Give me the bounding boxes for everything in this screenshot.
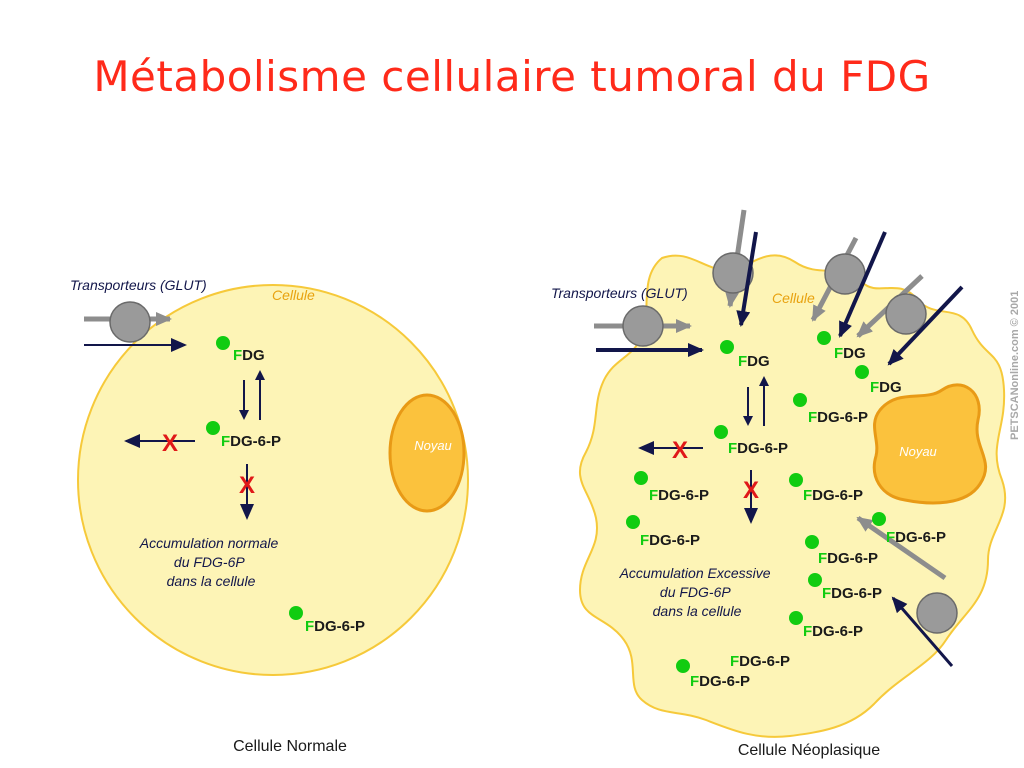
- tumor-fdg6p-molecule-9: [789, 611, 803, 625]
- tumor-fdg6p-molecule-7: [805, 535, 819, 549]
- tumor-fdg6p-label-1: FDG-6-P: [808, 409, 868, 426]
- tumor-glut-transporter-right: [885, 293, 927, 335]
- tumor-fdg6p-molecule-1: [793, 393, 807, 407]
- credit-watermark: PETSCANonline.com © 2001: [1009, 291, 1021, 440]
- tumor-fdg-label-1: FDG: [738, 353, 770, 370]
- tumor-fdg-molecule-2: [817, 331, 831, 345]
- page-title: Métabolisme cellulaire tumoral du FDG: [93, 52, 931, 101]
- tumor-fdg6p-label-8: FDG-6-P: [822, 585, 882, 602]
- normal-glycolysis-block-mark: X: [239, 472, 255, 499]
- normal-cell-nucleus: [388, 393, 466, 513]
- normal-nucleus-label: Noyau: [414, 438, 452, 453]
- tumor-glut-transporter-bottom: [916, 592, 958, 634]
- normal-glut-transporter: [109, 301, 151, 343]
- tumor-fdg-molecule-1: [720, 340, 734, 354]
- tumor-glut-arrow-dark-top2: [838, 231, 887, 338]
- normal-cell-caption: Cellule Normale: [233, 738, 347, 755]
- tumor-fdg6p-molecule-6: [872, 512, 886, 526]
- tumor-glut-transporter-left: [622, 305, 664, 347]
- tumor-cell-body: [578, 254, 1007, 738]
- tumor-fdg-label-2: FDG: [834, 345, 866, 362]
- tumor-fdg6p-label-4: FDG-6-P: [803, 487, 863, 504]
- tumor-fdg-label-3: FDG: [870, 379, 902, 396]
- tumor-fdg6p-label-3: FDG-6-P: [649, 487, 709, 504]
- tumor-glut-transporter-top1: [712, 252, 754, 294]
- tumor-fdg6p-label-5: FDG-6-P: [640, 532, 700, 549]
- tumor-fdg6p-label-11: FDG-6-P: [690, 673, 750, 690]
- tumor-cell-label: Cellule: [772, 290, 815, 306]
- normal-fdg-molecule: [216, 336, 230, 350]
- tumor-fdg6p-molecule-10: [676, 659, 690, 673]
- normal-cell-group: Noyau Cellule Transporteurs (GLUT) FDG F…: [70, 277, 469, 755]
- normal-cell-label: Cellule: [272, 287, 315, 303]
- tumor-cell-caption: Cellule Néoplasique: [738, 742, 880, 759]
- tumor-glut-arrow-gray-bottom: [856, 515, 947, 581]
- tumor-fdg6p-molecule-4: [789, 473, 803, 487]
- normal-fdg6p-accumulated-label: FDG-6-P: [305, 618, 365, 635]
- tumor-fdg6p-molecule-3: [634, 471, 648, 485]
- tumor-fdg6p-label-7: FDG-6-P: [818, 550, 878, 567]
- tumor-fdg-molecule-3: [855, 365, 869, 379]
- tumor-fdg6p-label-2: FDG-6-P: [728, 440, 788, 457]
- tumor-fdg6p-molecule-8: [808, 573, 822, 587]
- normal-transporter-label: Transporteurs (GLUT): [70, 277, 207, 293]
- normal-fdg6p-label: FDG-6-P: [221, 433, 281, 450]
- normal-fdg6p-accumulated-molecule: [289, 606, 303, 620]
- tumor-accumulation-text: Accumulation Excessive du FDG-6P dans la…: [619, 565, 775, 619]
- tumor-fdg6p-molecule-5: [626, 515, 640, 529]
- tumor-glut-arrow-dark-top1: [736, 231, 758, 327]
- tumor-nucleus-label: Noyau: [899, 444, 937, 459]
- tumor-glycolysis-block-mark: X: [743, 477, 759, 504]
- normal-fdg6p-molecule: [206, 421, 220, 435]
- tumor-fdg6p-label-6: FDG-6-P: [886, 529, 946, 546]
- tumor-cell-nucleus: [872, 383, 987, 505]
- tumor-exit-block-mark: X: [672, 437, 688, 464]
- tumor-cell-group: Noyau Cellule Transporteurs (GLUT) FDG F…: [551, 209, 1007, 759]
- normal-exit-block-mark: X: [162, 430, 178, 457]
- tumor-glut-arrow-dark-right: [887, 285, 964, 366]
- tumor-transporter-label: Transporteurs (GLUT): [551, 285, 688, 301]
- tumor-glut-arrow-dark-bottom: [891, 596, 954, 667]
- normal-cell-body: [77, 284, 469, 676]
- normal-fdg-label: FDG: [233, 347, 265, 364]
- normal-accumulation-text: Accumulation normale du FDG-6P dans la c…: [139, 535, 282, 589]
- tumor-fdg6p-label-10: FDG-6-P: [730, 653, 790, 670]
- tumor-fdg6p-label-9: FDG-6-P: [803, 623, 863, 640]
- tumor-fdg6p-molecule-2: [714, 425, 728, 439]
